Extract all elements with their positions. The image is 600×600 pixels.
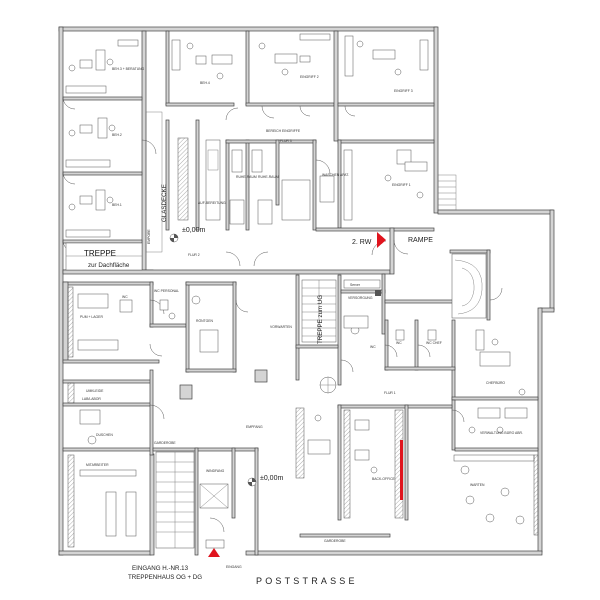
label-level-top: ±0,00m xyxy=(182,227,205,234)
room-vorwarten: VORWARTEN xyxy=(270,325,292,329)
room-garderobe: GARDEROBE xyxy=(154,441,176,445)
label-eingang-line2: TREPPENHAUS OG + DG xyxy=(128,574,202,581)
room-umkleide: UMKLEIDE xyxy=(86,389,104,393)
room-beh4: BEH.4 xyxy=(200,81,210,85)
room-wc-personal: WC PERSONAL xyxy=(154,289,179,293)
upper-walls xyxy=(62,30,435,275)
triangle-up-icon xyxy=(208,548,220,557)
room-wc2: WC xyxy=(396,341,402,345)
staircases xyxy=(65,111,487,549)
room-back-office: BACK-OFFICE xyxy=(372,477,396,481)
level-markers xyxy=(169,233,257,487)
room-warten: WARTEN xyxy=(470,483,485,487)
room-lager: PUM + LAGER xyxy=(80,315,103,319)
room-empfang: EMPFANG xyxy=(246,425,263,429)
label-treppe-vertical: TREPPE zum UG xyxy=(317,295,324,344)
lower-walls xyxy=(62,369,391,556)
room-eingriff1: EINGRIFF 1 xyxy=(392,183,411,187)
room-wc1: WC xyxy=(370,345,376,349)
room-windfang: WINDFANG xyxy=(206,469,225,473)
room-wc-chef: WC CHEF xyxy=(426,341,442,345)
doors xyxy=(62,96,503,533)
room-bereich-eingriffe: BEREICH EINGRIFFE xyxy=(266,129,301,133)
room-flur3: FLUR 3 xyxy=(280,139,292,143)
room-aufbereitung: AUF-BEREITUNG xyxy=(198,201,226,205)
room-eingriff3: EINGRIFF 3 xyxy=(394,89,413,93)
room-eingang-small: EINGANG xyxy=(226,565,242,569)
label-zur-dachflaeche: zur Dachfläche xyxy=(88,262,130,269)
room-empore: EMPORE xyxy=(147,229,151,244)
triangle-right-icon xyxy=(377,232,386,248)
general-labels: TREPPE zur Dachfläche GLASDECKE ±0,00m ±… xyxy=(84,184,358,586)
room-versorgung: VERSORGUNG xyxy=(348,296,373,300)
room-ruheraum2: RUHE-RAUM xyxy=(258,175,279,179)
label-treppe: TREPPE xyxy=(84,249,116,258)
furniture-treatment xyxy=(65,33,429,238)
room-beh3: BEH.3 + BERATUNG xyxy=(112,67,145,71)
middle-walls xyxy=(62,249,539,521)
label-glasdecke: GLASDECKE xyxy=(161,184,168,222)
room-mitarbeiter: MITARBEITER xyxy=(86,463,109,467)
room-flur1: FLUR 1 xyxy=(384,391,396,395)
room-waschen: WASCHEN APAT. xyxy=(322,173,349,177)
exterior-stair xyxy=(437,174,457,211)
outer-walls xyxy=(58,26,555,556)
room-duschen: DUSCHEN xyxy=(96,433,113,437)
room-wc-personal-short: WC xyxy=(122,295,128,299)
room-beh1: BEH.1 xyxy=(112,203,122,207)
room-beh2: BEH.2 xyxy=(112,133,122,137)
room-zwei-rw: 2. RW xyxy=(352,239,372,246)
room-flur2: FLUR 2 xyxy=(188,253,200,257)
furniture-lower xyxy=(67,279,539,549)
room-rampe: RAMPE xyxy=(408,237,433,244)
room-verwaltung: VERWALTUNG BÜRO ABR. xyxy=(480,431,523,435)
room-eingriff2: EINGRIFF 2 xyxy=(300,75,319,79)
label-eingang-line1: EINGANG H.-NR.13 xyxy=(132,565,189,572)
room-labor: LAB/LABOR xyxy=(82,397,101,401)
room-chefbuero: CHEFBÜRO xyxy=(486,381,505,385)
room-garderobe2: GARDEROBE xyxy=(324,539,346,543)
room-labels: BEH.3 + BERATUNG BEH.4 EINGRIFF 2 EINGRI… xyxy=(80,67,523,569)
room-ruheraum1: RUHE-RAUM xyxy=(236,175,257,179)
label-level-bottom: ±0,00m xyxy=(260,475,283,482)
label-street: POSTSTRASSE xyxy=(256,576,358,586)
room-server: Server xyxy=(350,283,361,287)
room-roentgen: RÖNTGEN xyxy=(196,319,214,323)
